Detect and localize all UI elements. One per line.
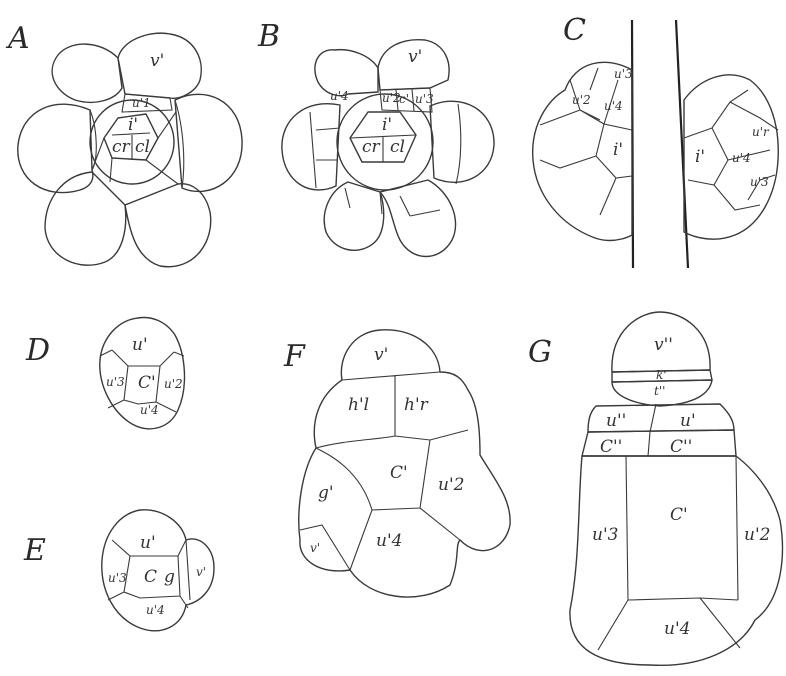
label-a-i: i' [128,115,138,135]
label-b-u2: u'2 [382,91,401,105]
panel-label-b: B [257,19,280,54]
cell-b-right-wall [456,104,461,184]
label-d-u4: u'4 [140,403,159,417]
label-f-u2: u'2 [438,475,464,495]
label-a-v1: v' [150,51,164,71]
label-g-v2: v'' [654,335,673,355]
label-f-v1: v' [374,345,388,365]
label-g-u2a: u'' [606,411,626,431]
panel-label-e: E [23,533,46,568]
label-c-ur: u'r [752,125,770,139]
label-c-i-left: i' [613,140,623,160]
label-g-k1: k' [656,368,667,382]
label-g-c2b: C'' [670,437,692,457]
label-f-c1: C' [390,463,408,483]
label-a-cr: cr [112,137,131,157]
label-e-u4: u'4 [146,603,165,617]
cell-a-right-lobe [175,94,242,191]
label-b-u3: u'3 [415,92,434,106]
label-a-u1: u'1 [132,96,151,110]
label-g-u4: u'4 [664,619,690,639]
label-f-hl: h'l [348,395,369,415]
cell-g-u-row-mid [650,404,656,432]
cell-b-bottom-walls [345,188,440,216]
label-b-v1: v' [408,47,422,67]
label-f-v2: v' [310,541,320,555]
cell-g-c2-row-mid [648,432,650,456]
label-e-v: v' [196,565,206,579]
divider-c-right [676,20,688,268]
panel-c: C u'2 u'3 u'4 i' i' u'r u'4 u'3 [533,13,779,268]
label-f-hr: h'r [404,395,429,415]
panel-label-f: F [283,339,306,374]
label-e-u3: u'3 [108,571,127,585]
label-e-c: C [144,567,157,587]
label-c-u2: u'2 [572,93,591,107]
label-c-i-right: i' [695,147,705,167]
panel-f: F v' h'l h'r g' C' u'2 v' u'4 [283,330,510,597]
label-c-u4: u'4 [604,99,623,113]
cell-a-bottom-right-lobe [125,184,211,267]
label-b-i: i' [382,115,392,135]
label-c-u4r: u'4 [732,151,751,165]
label-b-c1: c' [399,92,409,106]
cell-a-top-left-lobe [52,44,122,102]
label-a-cl: cl [135,137,150,157]
label-c-u3r: u'3 [750,175,769,189]
cell-b-left-lobe [282,104,340,190]
panel-label-a: A [5,21,30,56]
cell-b-bottom-left-lobe [324,182,383,250]
label-f-g1: g' [318,483,334,503]
label-g-t2: t'' [654,384,665,398]
cell-a-left-lobe [18,104,93,192]
label-b-cl: cl [390,137,405,157]
label-g-u2: u'2 [744,525,770,545]
label-g-c1: C' [670,505,688,525]
panel-e: E u' u'3 C g v' u'4 [23,510,214,631]
panel-b: B v' u'2 c' u'3 u'4 i' cr cl [257,19,494,257]
panel-label-g: G [528,335,552,370]
label-d-u3: u'3 [106,375,125,389]
label-g-u1: u' [680,411,696,431]
cell-b-left-subcells [310,112,340,188]
label-e-u1: u' [140,533,156,553]
label-b-u4: u'4 [330,89,349,103]
cell-a-bottom-left-lobe [45,172,126,265]
label-d-u1: u' [132,335,148,355]
label-b-cr: cr [362,137,381,157]
cell-b-right-lobe [430,101,494,182]
label-e-g: g [164,567,175,587]
label-c-u3: u'3 [614,67,633,81]
label-d-c1: C' [138,373,156,393]
panel-label-d: D [25,333,50,368]
panel-label-c: C [563,13,586,48]
panel-d: D u' u'3 C' u'2 u'4 [25,318,184,429]
panel-a: A v' u'1 i' cr cl [5,21,242,267]
panel-g: G v'' k' t'' u'' u' C'' C'' u'3 C' u'2 u… [528,312,782,665]
cell-b-bottom-right-lobe [380,180,456,257]
label-f-u4: u'4 [376,531,402,551]
label-d-u2: u'2 [164,377,183,391]
label-g-u3: u'3 [592,525,618,545]
label-g-c2a: C'' [600,437,622,457]
